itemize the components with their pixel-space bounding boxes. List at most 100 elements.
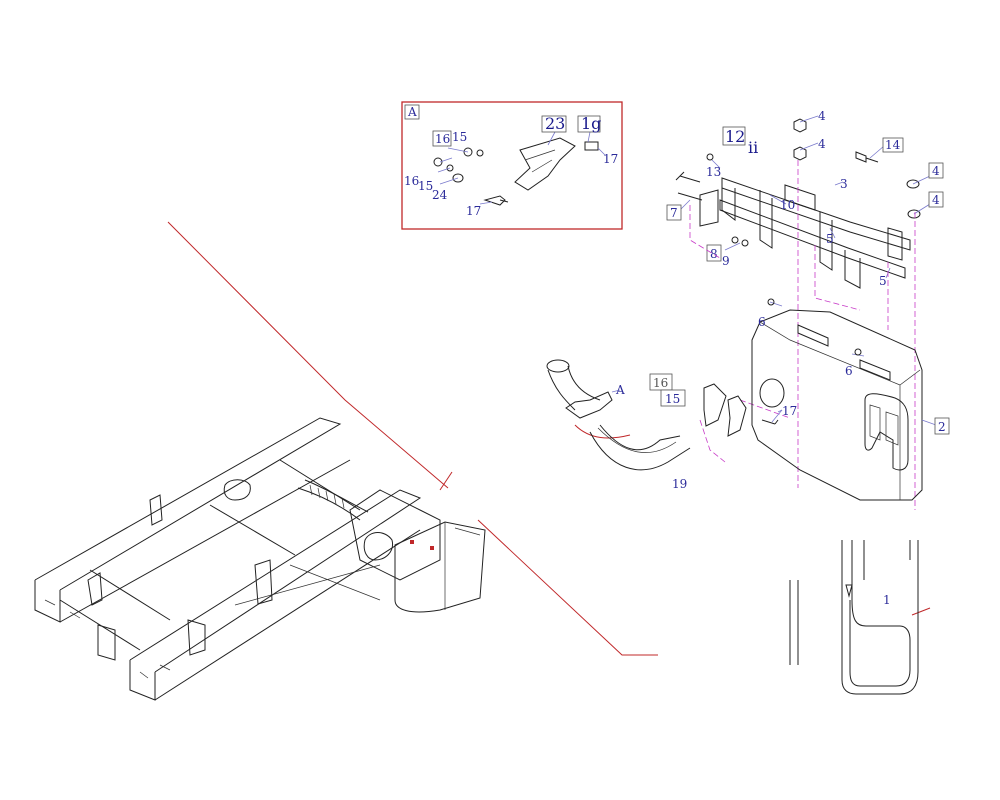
tank-section-view [789, 540, 919, 695]
chassis-frame-overview [34, 417, 486, 701]
tank-section-leader [911, 607, 931, 616]
frame-flex-hose [309, 484, 345, 509]
label-17b: 17 [603, 152, 618, 166]
label-15a: 15 [452, 130, 467, 144]
detail-leader-lower [477, 519, 658, 656]
detail-a-panel: A 16 15 16 15 24 17 23 1g 17 [401, 101, 623, 230]
frame-crossmembers [59, 459, 361, 651]
tank-strap-side [859, 359, 891, 381]
washer-9 [731, 236, 739, 244]
label-4a: 4 [818, 109, 826, 123]
label-4d: 4 [932, 193, 940, 207]
muffler-tank [751, 298, 937, 501]
pipe-detail-curve [574, 424, 631, 439]
align-left [689, 205, 721, 259]
align-clamp-2 [699, 419, 726, 463]
tank-strap-top [797, 324, 829, 347]
label-5b: 5 [879, 274, 887, 288]
section-inner [849, 540, 911, 687]
label-15b: 15 [418, 179, 433, 193]
label-4b: 4 [818, 137, 826, 151]
pipe-leader-lines [611, 389, 783, 413]
label-10: 10 [780, 198, 795, 212]
tag-8 [706, 244, 722, 262]
alignment-lines [689, 160, 916, 510]
detail-a-label: A [407, 105, 417, 119]
label-1: 1 [883, 593, 891, 607]
bracket-crossmember-2 [819, 212, 833, 271]
bracket-crossmember-1 [759, 190, 773, 249]
frame-exhaust-elbow [363, 532, 394, 561]
tank-body [751, 309, 923, 501]
washer-4d [907, 209, 921, 219]
nut-8 [741, 239, 749, 247]
label-23: 23 [545, 114, 565, 133]
label-4c: 4 [932, 164, 940, 178]
label-pipe-a: A [615, 383, 625, 397]
tag-12 [722, 126, 746, 146]
detail-tag-1g [577, 115, 601, 133]
tag-14 [882, 137, 904, 153]
label-19: 19 [672, 477, 687, 491]
label-7: 7 [670, 206, 678, 220]
detail-leader-tick [439, 471, 453, 491]
tank-inlet [759, 378, 785, 408]
section-inner-walls [863, 540, 911, 580]
label-6a: 6 [758, 315, 766, 329]
label-15c: 15 [665, 392, 680, 406]
frame-muffler [394, 521, 486, 613]
detail-washer-24 [452, 173, 464, 183]
frame-brackets [149, 494, 273, 656]
detail-a-tag [404, 104, 420, 120]
pipe-lower-bend [589, 424, 691, 471]
detail-clamp [514, 137, 576, 191]
label-24: 24 [432, 188, 448, 202]
label-2: 2 [938, 420, 946, 434]
bracket-leader-lines [679, 115, 931, 279]
tank-recess-detail [869, 404, 899, 446]
section-left-wall [789, 580, 799, 665]
frame-rail-right-end [129, 660, 156, 701]
nut-4a [793, 118, 807, 133]
detail-leader-upper [167, 221, 449, 489]
label-13: 13 [706, 165, 721, 179]
bolt-14 [855, 151, 879, 163]
frame-rail-left-end [34, 580, 61, 623]
frame-holes [44, 599, 171, 679]
pipe-flange [546, 359, 570, 373]
nut-4b [793, 146, 807, 161]
frame-rail-right-top [129, 489, 422, 673]
label-8: 8 [710, 247, 718, 261]
detail-tag-23 [541, 115, 567, 133]
tag-7 [666, 204, 682, 221]
label-11: ii [748, 138, 758, 157]
bracket-plate [699, 189, 719, 227]
bolt-17c [761, 419, 779, 425]
label-1g: 1g [581, 114, 601, 133]
pipe-clamp-ring [565, 391, 613, 419]
frame-muffler-bracket [349, 489, 441, 581]
bracket-end-right [887, 227, 903, 261]
frame-marker-2 [430, 546, 434, 550]
detail-nut-16 [433, 157, 443, 167]
bracket-hardware [675, 115, 931, 279]
frame-lower-brackets [87, 572, 116, 661]
washer-13 [706, 153, 714, 161]
tank-handle-recess [864, 393, 909, 471]
label-14: 14 [885, 138, 901, 152]
section-outer [841, 540, 919, 695]
tag-4d [928, 191, 944, 208]
frame-tie-lines [234, 564, 381, 606]
frame-rail-right-bottom [154, 529, 421, 701]
label-16a: 16 [435, 132, 450, 146]
bolts-7 [675, 171, 703, 201]
section-notch [845, 584, 853, 598]
label-16b: 16 [404, 174, 419, 188]
washer-4c [906, 179, 920, 189]
detail-bolt-17b [584, 141, 599, 151]
frame-exhaust-pipe [297, 479, 369, 521]
bracket-clip [784, 184, 816, 211]
exhaust-pipe-group [546, 359, 783, 471]
detail-clamp-lines [524, 149, 556, 173]
